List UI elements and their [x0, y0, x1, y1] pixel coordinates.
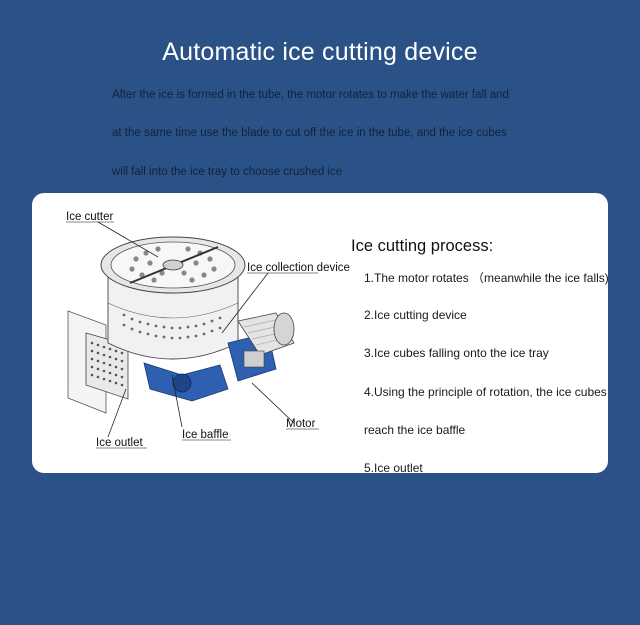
page-title: Automatic ice cutting device [162, 38, 478, 66]
leader-lines [97, 221, 295, 438]
process-step-2: 2.Ice cutting device [364, 308, 467, 322]
ice-cutter-disk [100, 236, 246, 294]
intro-text-line-1: After the ice is formed in the tube, the… [112, 89, 509, 101]
process-title: Ice cutting process: [351, 237, 494, 255]
process-step-3: 3.Ice cubes falling onto the ice tray [364, 346, 549, 360]
ice-outlet-chute [67, 310, 129, 414]
label-ice-cutter: Ice cutter [66, 211, 113, 223]
process-step-4: 4.Using the principle of rotation, the i… [364, 385, 607, 399]
process-step-5: 5.Ice outlet [364, 461, 423, 473]
intro-text-line-3: will fall into the ice tray to choose cr… [112, 166, 343, 178]
label-motor: Motor [286, 418, 316, 430]
motor-assembly [143, 312, 295, 402]
intro-text-line-2: at the same time use the blade to cut of… [112, 127, 507, 139]
label-ice-baffle: Ice baffle [182, 429, 228, 441]
ice-cutter-diagram: Ice cutter Ice collection device Motor I… [66, 211, 350, 449]
process-step-4-continued: reach the ice baffle [364, 423, 466, 437]
label-ice-collection-device: Ice collection device [247, 262, 350, 274]
process-step-1: 1.The motor rotates （meanwhile the ice f… [364, 271, 608, 285]
label-ice-outlet: Ice outlet [96, 437, 143, 449]
diagram-card: Ice cutter Ice collection device Motor I… [32, 193, 608, 473]
